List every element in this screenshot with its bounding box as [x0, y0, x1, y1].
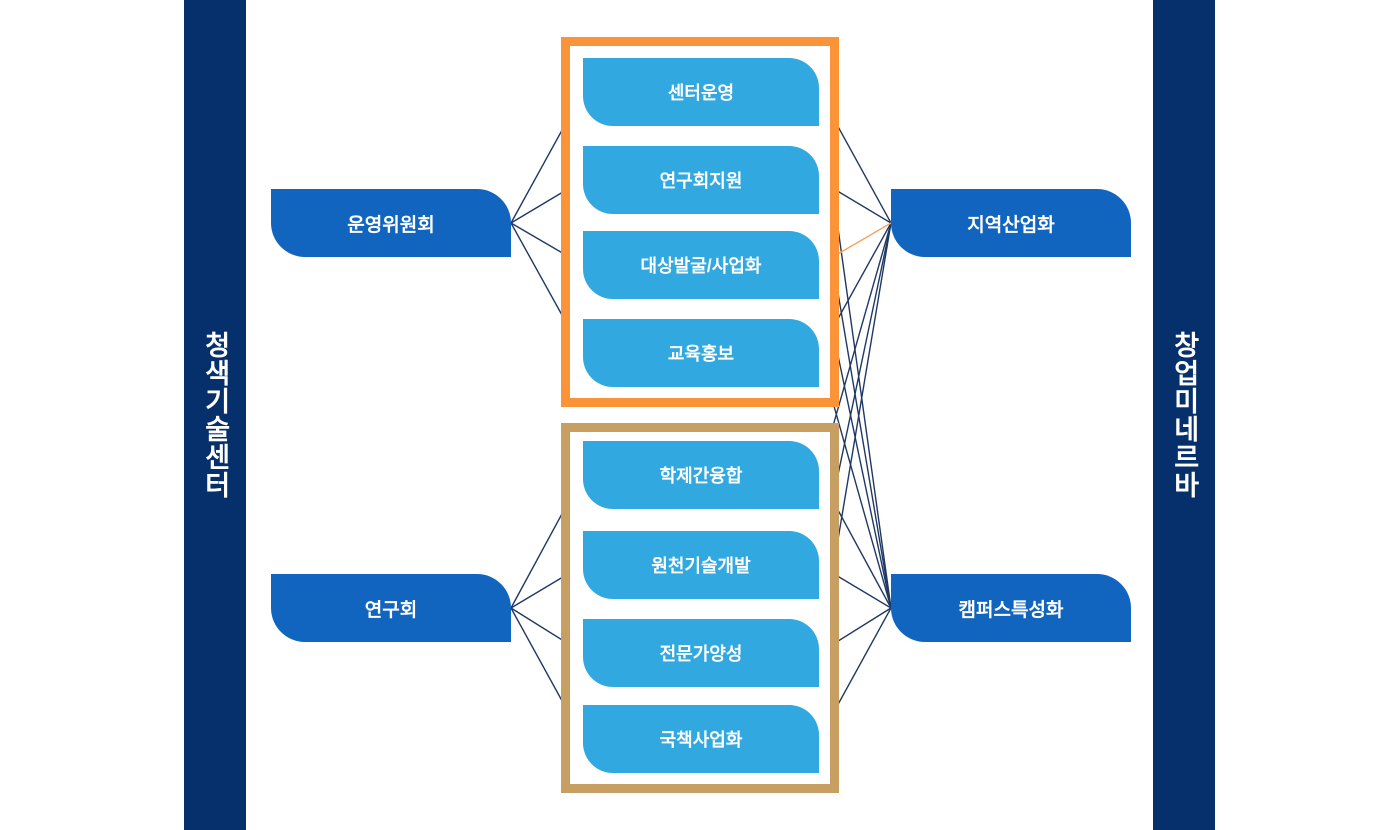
sub-node-center-operation-label: 센터운영	[667, 83, 735, 103]
sub-node-society-support[interactable]: 연구회지원	[583, 146, 819, 214]
node-operating-committee-label: 운영위원회	[347, 214, 435, 236]
sub-node-interdisciplinary[interactable]: 학제간융합	[583, 441, 819, 509]
node-regional-industrialization-label: 지역산업화	[967, 214, 1055, 236]
right-side-banner: 창업미네르바	[1153, 0, 1215, 830]
sub-node-target-discovery[interactable]: 대상발굴/사업화	[583, 231, 819, 299]
right-side-banner-label: 창업미네르바	[1169, 331, 1200, 499]
node-campus-specialization[interactable]: 캠퍼스특성화	[891, 574, 1131, 642]
sub-node-core-tech-development-label: 원천기술개발	[651, 556, 751, 576]
left-side-banner-label: 청색기술센터	[200, 331, 231, 499]
node-research-society[interactable]: 연구회	[271, 574, 511, 642]
sub-node-interdisciplinary-label: 학제간융합	[659, 466, 743, 486]
sub-node-target-discovery-label: 대상발굴/사업화	[640, 256, 762, 276]
sub-node-expert-training[interactable]: 전문가양성	[583, 619, 819, 687]
sub-node-core-tech-development[interactable]: 원천기술개발	[583, 531, 819, 599]
node-research-society-label: 연구회	[364, 599, 418, 621]
sub-node-national-project[interactable]: 국책사업화	[583, 705, 819, 773]
sub-node-expert-training-label: 전문가양성	[659, 644, 743, 664]
sub-node-center-operation[interactable]: 센터운영	[583, 58, 819, 126]
sub-node-education-pr-label: 교육홍보	[667, 344, 735, 364]
sub-node-national-project-label: 국책사업화	[659, 730, 743, 750]
node-regional-industrialization[interactable]: 지역산업화	[891, 189, 1131, 257]
sub-node-education-pr[interactable]: 교육홍보	[583, 319, 819, 387]
left-side-banner: 청색기술센터	[184, 0, 246, 830]
node-campus-specialization-label: 캠퍼스특성화	[958, 599, 1064, 621]
node-operating-committee[interactable]: 운영위원회	[271, 189, 511, 257]
sub-node-society-support-label: 연구회지원	[659, 171, 743, 191]
